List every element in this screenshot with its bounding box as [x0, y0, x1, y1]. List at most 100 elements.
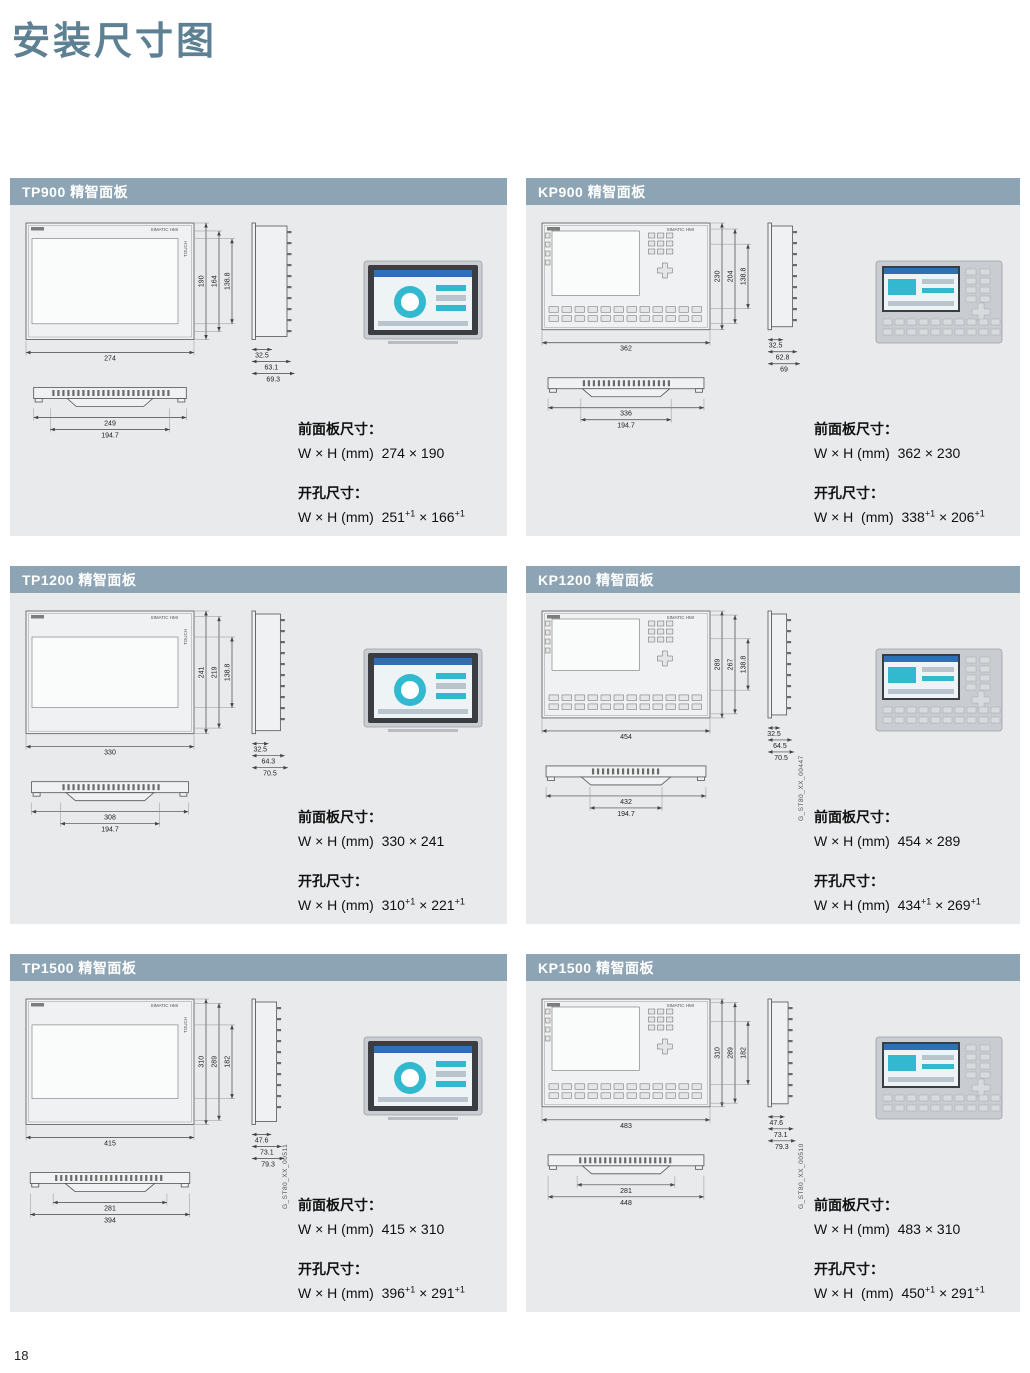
svg-text:70.5: 70.5: [774, 755, 788, 762]
cutout-size-label: 开孔尺寸：: [814, 485, 884, 501]
front-size-value: W × H (mm) 330 × 241: [298, 833, 445, 849]
svg-text:336: 336: [620, 411, 632, 418]
svg-text:310: 310: [715, 1047, 722, 1059]
front-size-label: 前面板尺寸：: [814, 809, 898, 825]
svg-text:TOUCH: TOUCH: [183, 629, 188, 645]
cutout-part: × 269: [931, 897, 971, 913]
svg-text:32.5: 32.5: [769, 343, 783, 350]
front-size-label: 前面板尺寸：: [298, 809, 382, 825]
svg-text:274: 274: [104, 355, 116, 362]
drawing-code-label: G_ST80_XX_00447: [798, 755, 805, 821]
cutout-size-label: 开孔尺寸：: [298, 485, 368, 501]
front-size-label: 前面板尺寸：: [814, 421, 898, 437]
cutout-sup: +1: [924, 1284, 936, 1295]
drawing-code-label: G_ST80_XX_00510: [798, 1143, 805, 1209]
svg-text:73.1: 73.1: [260, 1149, 274, 1156]
front-size-value: W × H (mm) 454 × 289: [814, 833, 961, 849]
cutout-sup: +1: [974, 508, 985, 519]
page-number: 18: [14, 1348, 29, 1363]
cutout-sup: +1: [924, 508, 936, 519]
product-image: [874, 645, 1004, 737]
cutout-sup: +1: [974, 1284, 985, 1295]
cutout-part: W × H (mm) 338: [814, 509, 925, 525]
front-size-value: W × H (mm) 415 × 310: [298, 1221, 445, 1237]
cutout-sup: +1: [454, 896, 465, 907]
cutout-part: W × H (mm) 450: [814, 1285, 925, 1301]
front-size-label: 前面板尺寸：: [298, 421, 382, 437]
cutout-part: W × H (mm) 396: [298, 1285, 405, 1301]
panel-title: KP1500 精智面板: [538, 959, 654, 976]
svg-text:194.7: 194.7: [101, 827, 119, 834]
cutout-part: × 291: [935, 1285, 975, 1301]
cutout-sup: +1: [920, 896, 932, 907]
svg-text:190: 190: [199, 275, 206, 287]
svg-text:70.5: 70.5: [263, 771, 277, 778]
svg-text:SIMATIC HMI: SIMATIC HMI: [667, 227, 694, 232]
product-image: [358, 1033, 488, 1125]
svg-text:194.7: 194.7: [617, 423, 635, 430]
svg-text:182: 182: [225, 1056, 232, 1068]
cutout-size-value: W × H (mm) 251+1 × 166+1: [298, 509, 504, 525]
product-image: [358, 645, 488, 737]
cutout-sup: +1: [454, 1284, 465, 1295]
cutout-size-value: W × H (mm) 396+1 × 291+1: [298, 1285, 504, 1301]
panel-title: KP900 精智面板: [538, 183, 646, 200]
svg-text:SIMATIC HMI: SIMATIC HMI: [151, 1003, 178, 1008]
svg-text:164: 164: [212, 275, 219, 287]
svg-text:182: 182: [741, 1047, 748, 1059]
svg-text:138.8: 138.8: [225, 272, 232, 290]
cutout-sup: +1: [454, 508, 465, 519]
spec-block: 前面板尺寸： W × H (mm) 483 × 310 开孔尺寸： W × H …: [814, 1195, 1020, 1301]
svg-text:SIMATIC HMI: SIMATIC HMI: [667, 1003, 694, 1008]
svg-text:69.3: 69.3: [266, 376, 280, 383]
svg-text:289: 289: [715, 659, 722, 671]
svg-text:64.3: 64.3: [262, 759, 276, 766]
svg-text:454: 454: [620, 734, 632, 741]
svg-text:TOUCH: TOUCH: [183, 241, 188, 257]
cutout-sup: +1: [970, 896, 981, 907]
svg-text:47.6: 47.6: [769, 1120, 783, 1127]
front-size-value: W × H (mm) 274 × 190: [298, 445, 445, 461]
svg-text:310: 310: [199, 1056, 206, 1068]
panel-header: KP1200 精智面板: [526, 566, 1020, 593]
svg-text:230: 230: [715, 270, 722, 282]
svg-text:194.7: 194.7: [617, 811, 635, 818]
svg-text:73.1: 73.1: [774, 1132, 788, 1139]
svg-text:281: 281: [104, 1205, 116, 1212]
cutout-part: × 166: [415, 509, 455, 525]
svg-text:SIMATIC HMI: SIMATIC HMI: [151, 227, 178, 232]
panel-header: TP1200 精智面板: [10, 566, 507, 593]
spec-block: 前面板尺寸： W × H (mm) 415 × 310 开孔尺寸： W × H …: [298, 1195, 504, 1301]
panel-title: KP1200 精智面板: [538, 571, 654, 588]
panel-header: TP1500 精智面板: [10, 954, 507, 981]
svg-text:308: 308: [104, 815, 116, 822]
front-size-value: W × H (mm) 362 × 230: [814, 445, 961, 461]
svg-text:267: 267: [728, 659, 735, 671]
svg-text:32.5: 32.5: [255, 352, 269, 359]
cutout-size-value: W × H (mm) 450+1 × 291+1: [814, 1285, 1020, 1301]
svg-text:204: 204: [728, 270, 735, 282]
cutout-part: W × H (mm) 251: [298, 509, 405, 525]
cutout-size-label: 开孔尺寸：: [298, 1261, 368, 1277]
spec-block: 前面板尺寸： W × H (mm) 330 × 241 开孔尺寸： W × H …: [298, 807, 504, 913]
svg-text:219: 219: [212, 666, 219, 678]
front-size-label: 前面板尺寸：: [814, 1197, 898, 1213]
cutout-part: W × H (mm) 434: [814, 897, 921, 913]
svg-text:483: 483: [620, 1123, 632, 1130]
svg-text:249: 249: [104, 420, 116, 427]
front-size-value: W × H (mm) 483 × 310: [814, 1221, 961, 1237]
cutout-part: W × H (mm) 310: [298, 897, 405, 913]
svg-text:47.6: 47.6: [255, 1137, 269, 1144]
cutout-size-value: W × H (mm) 434+1 × 269+1: [814, 897, 1020, 913]
